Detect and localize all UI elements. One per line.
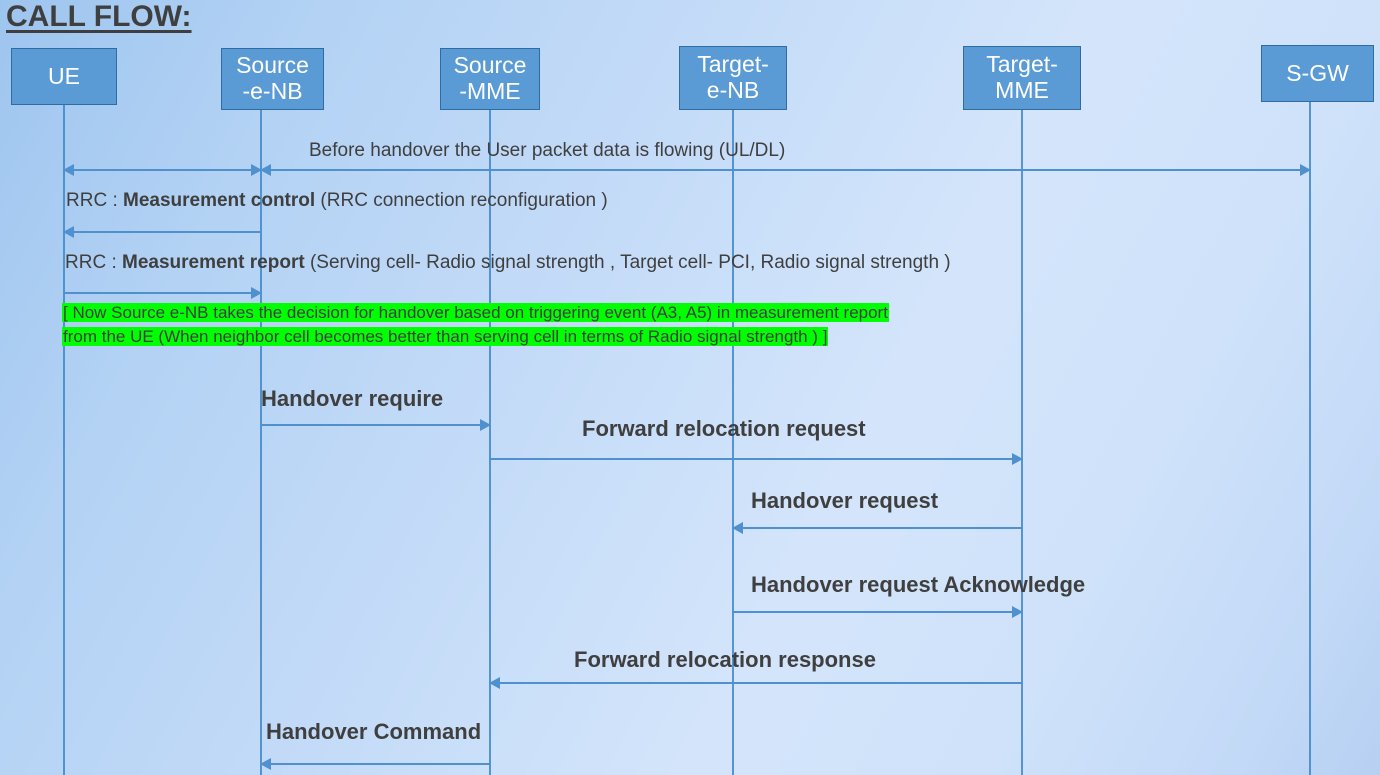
label-emphasis: Measurement control xyxy=(123,190,316,211)
arrow-forward-relocation-request xyxy=(490,458,1022,460)
handover-decision-note: [ Now Source e-NB takes the decision for… xyxy=(62,301,889,349)
label-rrc-measurement-control: RRC : Measurement control (RRC connectio… xyxy=(66,190,608,212)
note-line-2: from the UE (When neighbor cell becomes … xyxy=(62,327,829,347)
label-suffix: (RRC connection reconfiguration ) xyxy=(315,190,608,211)
node-label: S-GW xyxy=(1286,59,1349,86)
label-forward-relocation-request: Forward relocation request xyxy=(582,416,866,441)
note-line-1: [ Now Source e-NB takes the decision for… xyxy=(62,303,889,322)
lifeline-sgw xyxy=(1309,102,1311,775)
arrow-user-data-flow xyxy=(64,169,261,171)
label-handover-require: Handover require xyxy=(261,386,444,411)
lifeline-ue xyxy=(63,105,65,775)
arrow-forward-relocation-response xyxy=(490,682,1022,684)
node-sgw[interactable]: S-GW xyxy=(1261,45,1374,102)
arrow-rrc-measurement-report xyxy=(64,292,261,294)
node-label: Source -e-NB xyxy=(236,52,309,104)
label-rrc-measurement-report: RRC : Measurement report (Serving cell- … xyxy=(65,252,951,274)
lifeline-src_enb xyxy=(260,110,262,775)
label-forward-relocation-response: Forward relocation response xyxy=(574,647,876,672)
label-prefix: RRC : xyxy=(65,252,122,273)
arrow-user-data-flow-2 xyxy=(261,169,1310,171)
arrow-handover-request xyxy=(733,527,1022,529)
arrow-handover-request-acknowledge xyxy=(733,611,1022,613)
label-user-data-flow: Before handover the User packet data is … xyxy=(309,140,786,161)
node-label: UE xyxy=(48,62,80,89)
label-handover-command: Handover Command xyxy=(266,719,482,744)
label-handover-request-acknowledge: Handover request Acknowledge xyxy=(751,572,1086,597)
arrow-handover-require xyxy=(261,424,490,426)
node-label: Target- MME xyxy=(986,51,1058,103)
lifeline-src_mme xyxy=(489,110,491,775)
label-emphasis: Measurement report xyxy=(122,252,305,273)
page-title: CALL FLOW: xyxy=(6,0,192,33)
node-src_enb[interactable]: Source -e-NB xyxy=(221,48,324,110)
arrow-rrc-measurement-control xyxy=(64,231,261,233)
node-label: Target- e-NB xyxy=(697,51,769,103)
lifeline-tgt_enb xyxy=(732,110,734,775)
label-prefix: RRC : xyxy=(66,190,123,211)
label-handover-request: Handover request xyxy=(751,488,939,513)
node-ue[interactable]: UE xyxy=(11,48,117,105)
node-tgt_mme[interactable]: Target- MME xyxy=(963,46,1081,110)
arrow-handover-command xyxy=(261,763,490,765)
node-tgt_enb[interactable]: Target- e-NB xyxy=(679,46,787,110)
label-suffix: (Serving cell- Radio signal strength , T… xyxy=(304,252,951,273)
node-src_mme[interactable]: Source -MME xyxy=(440,48,540,110)
lifeline-tgt_mme xyxy=(1021,110,1023,775)
node-label: Source -MME xyxy=(453,52,527,104)
